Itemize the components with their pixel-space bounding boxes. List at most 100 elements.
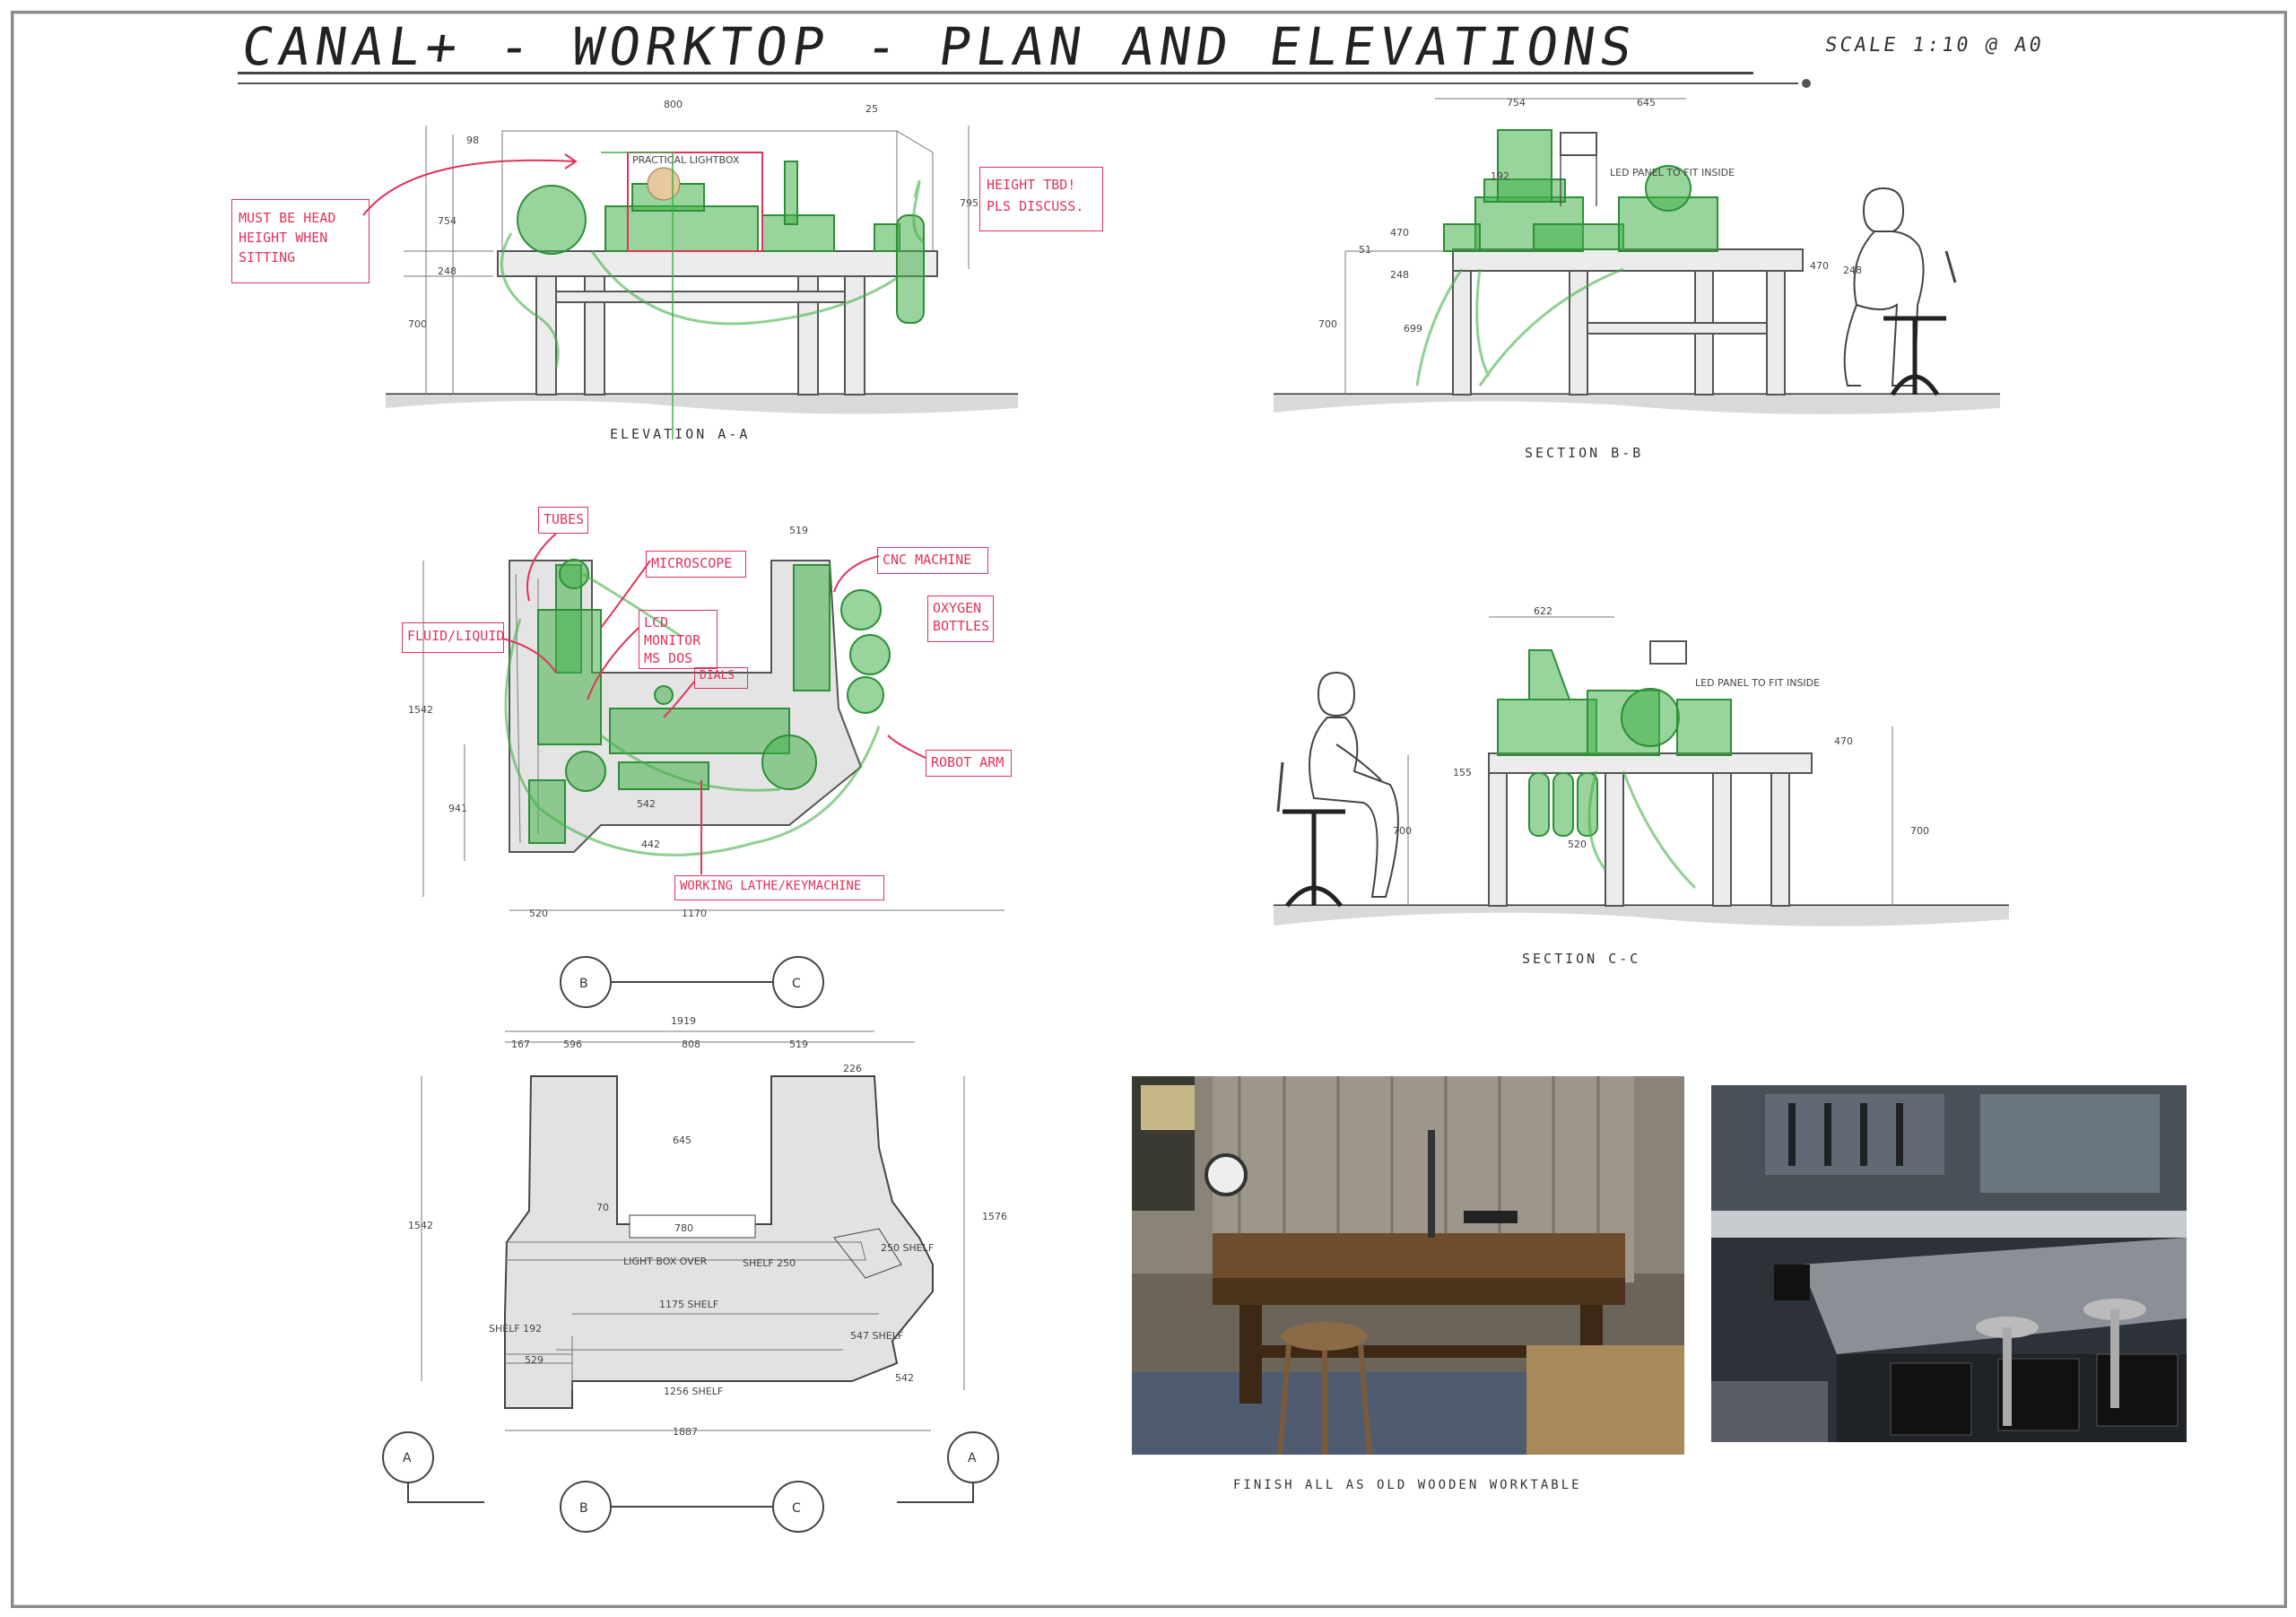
marker-b-top: B [579,977,588,991]
dim-text: 780 [674,1222,693,1234]
note-box-head-height [231,199,370,283]
dim-text: 645 [1637,97,1656,109]
arrow-head-height [362,153,578,216]
caption-section-b: SECTION B-B [1525,445,1644,461]
note-box-microscope [646,551,746,578]
dim-text: 520 [529,908,548,919]
marker-b-bottom: B [579,1501,588,1516]
dim-text: 700 [1910,825,1929,837]
dim-text: 470 [1834,735,1853,747]
label-shelf: 250 SHELF [881,1242,934,1254]
dim-text: 248 [1390,269,1409,281]
dim-text: 529 [525,1354,544,1366]
note-dials: DIALS [700,669,735,682]
section-b-drawing: 754 645 192 470 51 248 700 699 470 248 L… [1274,97,2000,414]
dim-text: 25 [865,103,878,115]
note-box-robot [926,750,1012,777]
caption-elevation-a: ELEVATION A-A [610,426,751,442]
dim-text: 519 [789,525,808,536]
plan-annotated-drawing: 1542 941 520 1170 542 442 519 [408,525,1004,919]
label-led-panel-c: LED PANEL TO FIT INSIDE [1695,677,1820,689]
plan-dimensioned-drawing: B C LIGHT BOX OVER SHELF 250 1175 SHELF … [382,956,1007,1533]
dim-text: 155 [1453,767,1472,778]
label-shelf: 1256 SHELF [664,1386,723,1397]
dim-text: 596 [563,1039,582,1050]
note-cnc: CNC MACHINE [883,552,972,568]
note-robot: ROBOT ARM [931,754,1004,770]
title-underline [238,72,1753,74]
label-shelf: 1175 SHELF [659,1299,718,1310]
dim-text: 941 [448,803,467,814]
dim-text: 248 [1843,265,1862,276]
note-box-tubes [538,507,588,534]
sheet-title: CANAL+ - WORKTOP - PLAN AND ELEVATIONS [238,16,1641,77]
dim-text: 51 [1359,244,1371,256]
dim-text: 1576 [982,1211,1007,1222]
dim-text: 700 [1393,825,1412,837]
dim-text: 800 [664,99,683,110]
red-leader-lines [502,533,926,874]
dim-text: 70 [596,1202,609,1213]
dim-text: 808 [682,1039,700,1050]
modern-workshop-illustration [1711,1085,2187,1442]
note-microscope: MICROSCOPE [651,555,733,571]
dim-text: 167 [511,1039,530,1050]
marker-c-top: C [792,977,801,991]
label-light-box-over: LIGHT BOX OVER [623,1256,708,1267]
drawing-sheet-border [11,11,2287,1608]
dim-text: 700 [1318,318,1337,330]
caption-finish-note: FINISH ALL AS OLD WOODEN WORKTABLE [1233,1478,1582,1492]
dim-text: 1919 [671,1015,696,1027]
dim-text: 519 [789,1039,808,1050]
marker-c-bottom: C [792,1501,801,1516]
note-box-dials [694,667,748,689]
scale-note: SCALE 1:10 @ A0 [1823,34,2046,57]
dim-text: 754 [438,215,457,227]
dim-text: 754 [1507,97,1526,109]
dim-text: 226 [843,1063,862,1074]
note-height-tbd: HEIGHT TBD! PLS DISCUSS. [987,177,1084,214]
marker-a-right: A [968,1451,977,1465]
dim-text: 1887 [673,1426,698,1438]
note-box-fluid [402,622,504,653]
title-underline-arrow [238,79,1811,88]
note-box-lathe [674,875,884,900]
reference-photo-wooden-workbench [1132,1076,1684,1455]
label-practical-lightbox: PRACTICAL LIGHTBOX [632,154,740,166]
dim-text: 542 [637,798,656,810]
dim-text: 645 [673,1135,691,1146]
note-box-height-tbd [979,167,1103,231]
dim-text: 98 [466,135,479,146]
label-shelf: SHELF 250 [743,1257,796,1269]
label-shelf: 547 SHELF [850,1330,903,1342]
dim-text: 520 [1568,839,1587,850]
section-c-drawing: 622 155 700 470 700 520 LED PANEL TO FIT… [1274,605,2009,926]
note-fluid: FLUID/LIQUID [407,628,505,644]
dim-text: 699 [1404,323,1422,335]
dim-text: 1542 [408,1220,433,1231]
dim-text: 442 [641,839,660,850]
dim-text: 622 [1534,605,1552,617]
label-led-panel: LED PANEL TO FIT INSIDE [1610,167,1735,178]
caption-section-c: SECTION C-C [1522,951,1641,967]
note-box-cnc [877,547,988,574]
dim-text: 542 [895,1372,914,1384]
note-lcd: LCD MONITOR MS DOS [644,614,701,666]
dim-text: 700 [408,318,427,330]
note-oxygen: OXYGEN BOTTLES [933,600,990,634]
dim-text: 1542 [408,704,433,716]
dim-text: 248 [438,265,457,277]
note-box-oxygen [927,596,994,642]
note-tubes: TUBES [544,511,585,527]
note-lathe: WORKING LATHE/KEYMACHINE [680,879,862,893]
marker-a-left: A [403,1451,412,1465]
dim-text: 1170 [682,908,707,919]
dim-text: 192 [1491,170,1509,182]
label-shelf: SHELF 192 [489,1323,542,1334]
elevation-a-drawing: 98 25 800 754 248 700 795 PRACTICAL LIGH… [386,99,1018,439]
wooden-workbench-illustration [1132,1076,1684,1455]
note-box-lcd [639,610,718,669]
dim-text: 470 [1810,260,1829,272]
dim-text: 470 [1390,227,1409,239]
reference-photo-modern-workshop [1711,1085,2187,1442]
